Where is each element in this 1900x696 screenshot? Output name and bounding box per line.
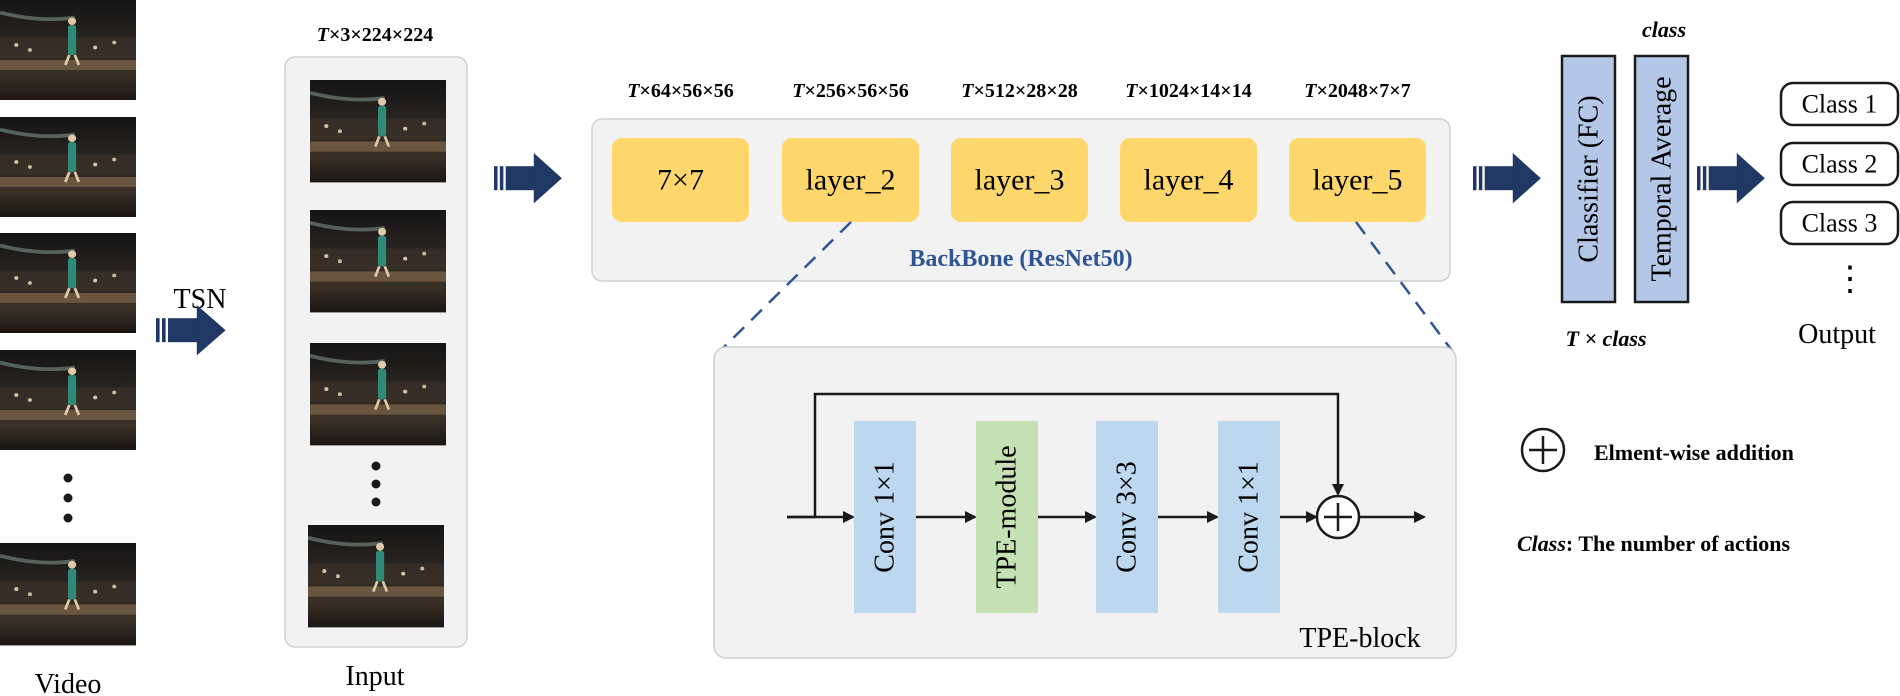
layer-box <box>782 138 919 222</box>
backbone-title: BackBone (ResNet50) <box>909 246 1132 272</box>
output-class-label: Class 3 <box>1802 209 1878 238</box>
output-label: Output <box>1798 319 1876 350</box>
temporal-average-box <box>1633 54 1690 304</box>
output-class-box <box>1779 200 1900 246</box>
vertical-ellipsis-icon <box>63 473 73 523</box>
layer-shape: T×512×28×28 <box>961 80 1077 102</box>
tpe-module: Conv 1×1 <box>1218 421 1318 613</box>
layer-shape: T×2048×7×7 <box>1304 80 1410 102</box>
plus-circle-icon <box>1520 427 1566 473</box>
output-classes: Class 1 Class 2 Class 3 <box>1779 81 1900 246</box>
tpe-module-box <box>854 421 916 613</box>
backbone-to-head-arrow-icon <box>1473 153 1541 204</box>
tpe-module-label: Conv 1×1 <box>1234 461 1265 572</box>
legend-class: Class: The number of actions <box>1517 531 1790 556</box>
input-frame <box>310 343 446 445</box>
add-node <box>1315 494 1361 540</box>
tpe-module-box <box>1218 421 1280 613</box>
output-class-label: Class 2 <box>1802 150 1878 179</box>
head-bottom-shape: T × class <box>1566 326 1647 351</box>
video-label: Video <box>35 669 102 696</box>
tpe-module: TPE-module <box>976 421 1097 613</box>
head-top-shape: class <box>1642 17 1686 42</box>
output-class: Class 2 <box>1779 141 1900 187</box>
input-frame <box>310 210 446 312</box>
tpe-module: Conv 3×3 <box>1096 421 1219 613</box>
video-frame <box>0 0 136 100</box>
temporal-average-label: Temporal Average <box>1647 76 1678 281</box>
input-label: Input <box>345 661 404 692</box>
layer-label: layer_4 <box>1144 164 1234 197</box>
backbone-layer: layer_5 T×2048×7×7 <box>1289 80 1426 222</box>
video-frame <box>0 543 136 645</box>
layer-box <box>951 138 1088 222</box>
tpe-module-box <box>1096 421 1158 613</box>
output-more: ⋮ <box>1833 261 1867 298</box>
tpe-module-label: Conv 1×1 <box>870 461 901 572</box>
layer-label: layer_2 <box>806 164 896 197</box>
output-class-label: Class 1 <box>1802 90 1878 119</box>
tpe-module-label: TPE-module <box>992 445 1023 588</box>
vertical-ellipsis-icon <box>371 461 381 507</box>
layer-shape: T×256×56×56 <box>792 80 908 102</box>
layer-label: layer_3 <box>975 164 1065 197</box>
layer-box <box>1120 138 1257 222</box>
backbone-layer: 7×7 T×64×56×56 <box>612 80 749 222</box>
output-class-box <box>1779 141 1900 187</box>
output-class: Class 3 <box>1779 200 1900 246</box>
input-frame <box>308 525 444 627</box>
legend-addition: Elment-wise addition <box>1594 440 1794 465</box>
tpe-block-label: TPE-block <box>1299 623 1420 654</box>
video-frame <box>0 233 136 333</box>
backbone-layer: layer_3 T×512×28×28 <box>951 80 1088 222</box>
layer-label: layer_5 <box>1313 164 1403 197</box>
classifier-box <box>1560 54 1617 304</box>
output-class: Class 1 <box>1779 81 1900 127</box>
video-frame <box>0 117 136 217</box>
backbone-layer: layer_2 T×256×56×56 <box>782 80 919 222</box>
output-class-box <box>1779 81 1900 127</box>
zoom-line-right <box>1354 221 1455 353</box>
layer-label: 7×7 <box>657 164 704 197</box>
classifier-label: Classifier (FC) <box>1574 95 1605 262</box>
layer-box <box>612 138 749 222</box>
head-to-output-arrow-icon <box>1697 153 1765 204</box>
tpe-module-box <box>976 421 1038 613</box>
input-shape: T×3×224×224 <box>317 24 433 46</box>
input-to-backbone-arrow-icon <box>494 153 562 204</box>
layer-box <box>1289 138 1426 222</box>
layer-shape: T×1024×14×14 <box>1125 80 1251 102</box>
video-frames <box>0 0 136 645</box>
backbone-layers: 7×7 T×64×56×56 layer_2 T×256×56×56 layer_3 T×… <box>612 80 1426 222</box>
tpe-modules: Conv 1×1 TPE-module Conv 3×3 Conv 1×1 <box>854 421 1318 613</box>
tpe-module-label: Conv 3×3 <box>1112 461 1143 572</box>
zoom-line-left <box>721 221 852 350</box>
tpe-module: Conv 1×1 <box>854 421 977 613</box>
layer-shape: T×64×56×56 <box>627 80 733 102</box>
video-frame <box>0 350 136 450</box>
input-frame <box>310 80 446 182</box>
backbone-layer: layer_4 T×1024×14×14 <box>1120 80 1257 222</box>
